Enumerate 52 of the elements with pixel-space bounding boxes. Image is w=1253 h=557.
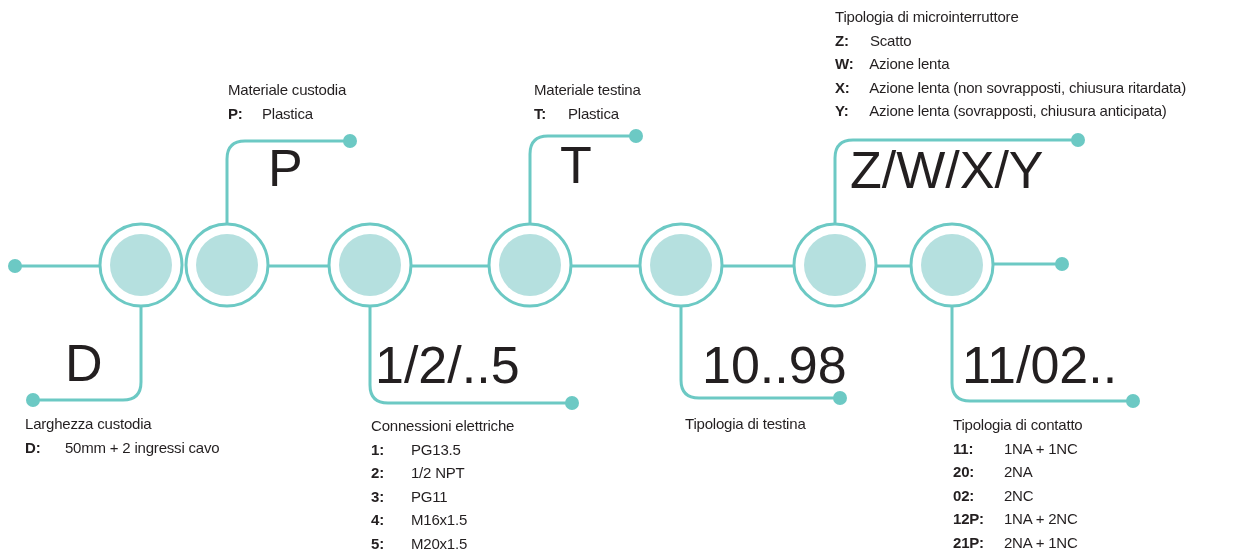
- code-entry: W: Azione lenta: [835, 54, 950, 74]
- code-entry: 1: PG13.5: [371, 439, 461, 460]
- code-entry: T: Plastica: [534, 103, 619, 124]
- position-circle: [487, 222, 573, 308]
- connector-line: [368, 306, 579, 410]
- heading-text: Tipologia di microinterruttore: [835, 7, 1019, 27]
- code-entry: 21P: 2NA + 1NC: [953, 532, 1078, 553]
- heading-text: Tipologia di testina: [685, 414, 806, 434]
- connector-line: [950, 306, 1140, 408]
- connector-line: [268, 264, 329, 268]
- position-circle: [909, 222, 995, 308]
- connector-line: [26, 306, 143, 407]
- code-label: P: [268, 140, 303, 196]
- position-circle: [327, 222, 413, 308]
- position-circle: [184, 222, 270, 308]
- connector-line: [571, 264, 640, 268]
- code-entry: Z: Scatto: [835, 30, 912, 51]
- connector-line: [8, 259, 100, 273]
- heading-text: Larghezza custodia: [25, 414, 152, 434]
- connector-line: [993, 257, 1069, 271]
- heading-text: Materiale testina: [534, 80, 641, 100]
- code-entry: 2: 1/2 NPT: [371, 463, 465, 483]
- connector-line: [528, 129, 643, 224]
- connector-line: [679, 306, 847, 405]
- code-entry: 5: M20x1.5: [371, 533, 468, 554]
- connector-line: [411, 264, 489, 268]
- position-circle: [98, 222, 184, 308]
- code-entry: 3: PG11: [371, 486, 448, 507]
- code-entry: P: Plastica: [228, 103, 313, 124]
- code-entry: 02: 2NC: [953, 485, 1034, 506]
- code-label: D: [65, 335, 103, 391]
- code-label: 11/02..: [962, 337, 1118, 393]
- position-circle: [638, 222, 724, 308]
- code-entry: X: Azione lenta (non sovrapposti, chiusura ritardata): [835, 77, 1186, 98]
- code-label: 1/2/..5: [375, 337, 520, 393]
- code-label: Z/W/X/Y: [850, 142, 1044, 198]
- code-entry: 11: 1NA + 1NC: [953, 438, 1078, 459]
- code-entry: 20: 2NA: [953, 462, 1033, 482]
- code-entry: D: 50mm + 2 ingressi cavo: [25, 437, 220, 458]
- code-entry: Y: Azione lenta (sovrapposti, chiusura anticipata): [835, 101, 1167, 121]
- heading-text: Connessioni elettriche: [371, 416, 515, 436]
- code-entry: 4: M16x1.5: [371, 510, 468, 530]
- connector-line: [876, 264, 911, 268]
- connector-line: [225, 134, 357, 224]
- code-entry: 12P: 1NA + 2NC: [953, 509, 1078, 529]
- connector-line: [833, 133, 1085, 224]
- connector-line: [722, 264, 794, 268]
- code-label: T: [560, 137, 592, 193]
- heading-text: Materiale custodia: [228, 80, 347, 100]
- heading-text: Tipologia di contatto: [953, 415, 1083, 435]
- position-circle: [792, 222, 878, 308]
- code-label: 10..98: [702, 337, 847, 393]
